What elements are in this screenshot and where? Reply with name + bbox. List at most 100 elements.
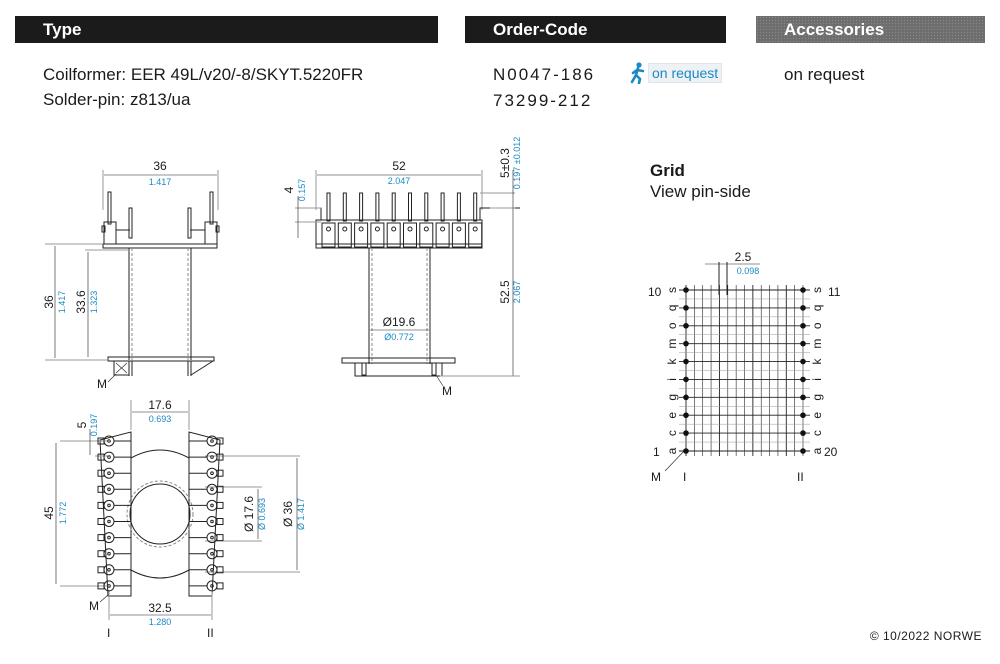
front-height-in: 2.067 [512, 281, 522, 304]
bottom-pin-right-center [211, 456, 214, 459]
bottom-outer-dia-in: Ø 1.417 [296, 498, 306, 530]
bottom-pin-right-center [211, 552, 214, 555]
side-height-in: 1.417 [57, 291, 67, 314]
grid-pin-20: 20 [824, 445, 838, 459]
bottom-pin-left-center [108, 536, 111, 539]
grid-row-letter-left: g [665, 394, 679, 401]
bottom-pin-left-tab [98, 551, 104, 557]
front-pin [376, 193, 379, 221]
grid-pin-dot-left [683, 341, 689, 347]
grid-pin-dot-left [683, 412, 689, 418]
front-pin-len-mm: 4 [282, 186, 296, 193]
bottom-pin-left [104, 565, 114, 575]
grid-pin-dot-left [683, 395, 689, 401]
grid-pin-dot-right [800, 341, 806, 347]
copyright: © 10/2022 NORWE [870, 629, 982, 643]
front-height-mm: 52.5 [498, 280, 512, 304]
bottom-pin-left-center [108, 440, 111, 443]
grid-row-letter-left: s [665, 287, 679, 293]
grid-pin-dot-left [683, 377, 689, 383]
front-pin [409, 193, 412, 221]
bottom-pin-right [207, 484, 217, 494]
bottom-gap-mm: 17.6 [148, 398, 172, 412]
grid-row-letter-right: m [810, 339, 824, 349]
front-pin [441, 193, 444, 221]
bottom-pin-right-center [211, 440, 214, 443]
bottom-pin-right-tab [217, 535, 223, 541]
bottom-pin-right-center [211, 585, 214, 588]
grid-row-letter-right: k [810, 358, 824, 365]
front-pin [327, 193, 330, 221]
front-view-drawing [295, 170, 520, 386]
grid-pin-dot-left [683, 359, 689, 365]
grid-pin-10: 10 [648, 285, 662, 299]
grid-pin-dot-right [800, 412, 806, 418]
bottom-pin-left-center [108, 456, 111, 459]
bottom-row-dist-in: 1.280 [149, 617, 172, 627]
front-bore-mm: Ø19.6 [383, 315, 416, 329]
grid-pitch-dim [665, 262, 760, 471]
side-width-in: 1.417 [149, 177, 172, 187]
bottom-pin-right-tab [217, 502, 223, 508]
front-pin-hole [343, 227, 347, 231]
grid-title: Grid [650, 161, 685, 181]
grid-pin-dot-left [683, 430, 689, 436]
bottom-pin-left-tab [98, 567, 104, 573]
grid-pin-1: 1 [653, 445, 660, 459]
bottom-pin-left-tab [98, 470, 104, 476]
grid-row-letter-right: s [810, 287, 824, 293]
front-pin [360, 193, 363, 221]
bottom-pin-right-center [211, 520, 214, 523]
bottom-pitch-in: 0.197 [89, 414, 99, 437]
bottom-pin-right-center [211, 472, 214, 475]
bottom-pin-left-tab [98, 535, 104, 541]
grid-row-letter-right: e [810, 412, 824, 419]
bottom-span-in: 1.772 [58, 502, 68, 525]
grid-pin-dot-right [800, 287, 806, 293]
front-pin-hole [457, 227, 461, 231]
front-pin-hole [392, 227, 396, 231]
front-pin [457, 193, 460, 221]
grid-pin-dot-right [800, 323, 806, 329]
bottom-pin-left [104, 517, 114, 527]
bottom-pin-left [104, 452, 114, 462]
bottom-pin-left-center [108, 504, 111, 507]
grid-pin-dot-left [683, 287, 689, 293]
grid-row-letter-left: e [665, 412, 679, 419]
front-pin [474, 193, 477, 221]
front-pin-hole [473, 227, 477, 231]
side-width-mm: 36 [153, 159, 167, 173]
bottom-inner-dia-mm: Ø 17.6 [242, 496, 256, 532]
bottom-pin-left [104, 484, 114, 494]
grid-row-letter-right: q [810, 305, 824, 312]
side-inner-height-mm: 33.6 [74, 290, 88, 314]
bottom-pin-right [207, 565, 217, 575]
grid-row-letter-left: c [665, 430, 679, 436]
grid-row-letter-right: g [810, 394, 824, 401]
bottom-marker: M [89, 599, 99, 613]
grid-pin-dot-right [800, 305, 806, 311]
bottom-pin-right [207, 500, 217, 510]
front-pin-hole [441, 227, 445, 231]
bottom-row-dist-mm: 32.5 [148, 601, 172, 615]
grid-pin-dot-right [800, 395, 806, 401]
front-width-mm: 52 [392, 159, 406, 173]
bottom-pin-left [104, 468, 114, 478]
front-pin [425, 193, 428, 221]
grid-row-letter-left: q [665, 305, 679, 312]
grid-marker: M [651, 470, 661, 484]
bottom-pin-left-center [108, 552, 111, 555]
bottom-inner-dia-in: Ø 0.693 [257, 498, 267, 530]
grid-row-letter-right: c [810, 430, 824, 436]
bottom-pin-right [207, 549, 217, 559]
bottom-outer-dia-mm: Ø 36 [281, 501, 295, 527]
grid-pin-dot-left [683, 305, 689, 311]
front-pin-hole [424, 227, 428, 231]
front-offset-mm: 5±0.3 [498, 148, 512, 178]
grid-row-right: II [797, 470, 804, 484]
grid-pin-dot-left [683, 323, 689, 329]
grid-row-letter-left: i [665, 378, 679, 381]
front-pin-hole [408, 227, 412, 231]
side-view-drawing [45, 170, 219, 382]
bottom-pin-right-tab [217, 519, 223, 525]
